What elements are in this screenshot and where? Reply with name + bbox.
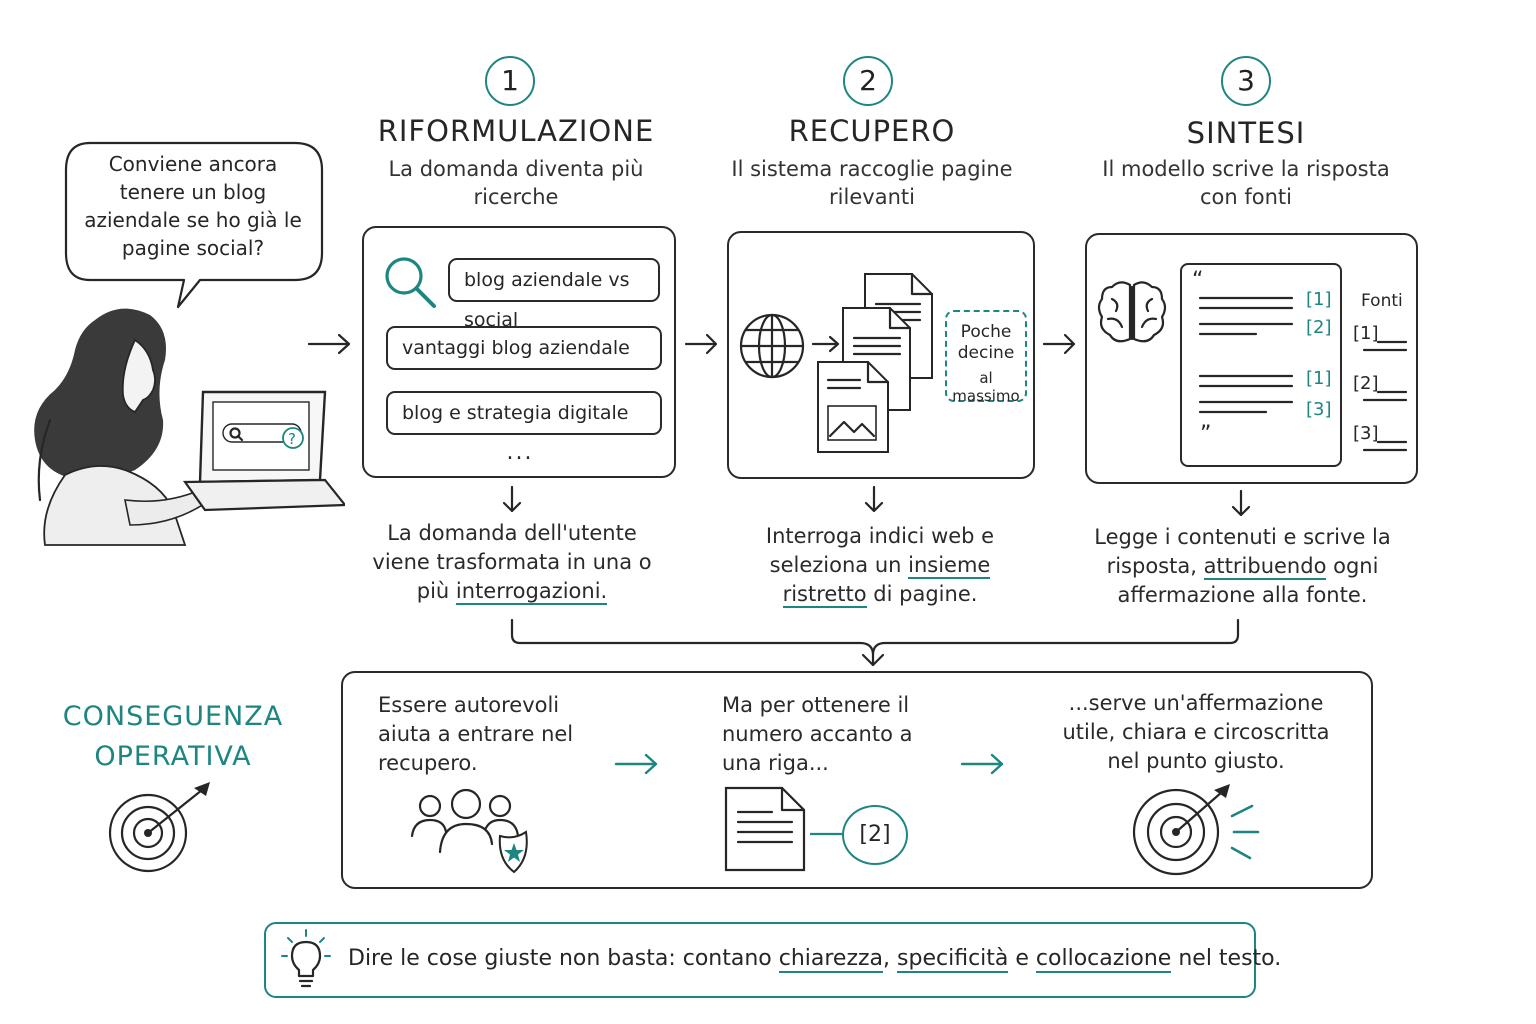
arrow-down-icon [1231, 489, 1251, 517]
lightbulb-icon [281, 929, 331, 988]
arrow-right-icon [960, 753, 1004, 775]
user-question: Conviene ancora tenere un blog aziendale… [84, 152, 302, 260]
globe-icon [739, 313, 805, 379]
answer-text-lines [1198, 296, 1294, 414]
source-entry: [1] [1353, 323, 1379, 344]
search-icon [385, 257, 436, 308]
step-1-title: RIFORMULAZIONE [377, 114, 655, 148]
consequence-item-2: Ma per ottenere il numero accanto a una … [722, 693, 913, 775]
step-1-subtitle: La domanda diventa più ricerche [388, 157, 644, 209]
quote-close-icon: ” [1200, 422, 1212, 447]
consequence-item-3: ...serve un'affermazione utile, chiara e… [1062, 691, 1330, 773]
target-icon [108, 782, 210, 873]
arrow-right-icon [614, 753, 658, 775]
svg-text:?: ? [288, 430, 296, 448]
sources-title: Fonti [1361, 291, 1403, 311]
target-hit-icon [1132, 784, 1260, 876]
document-icon [724, 786, 806, 872]
brain-icon [1097, 281, 1167, 343]
speech-bubble [64, 141, 324, 309]
arrow-down-icon [502, 485, 522, 513]
arrow-right-icon [811, 335, 840, 353]
step-3-number: 3 [1221, 56, 1271, 106]
user-at-laptop-illustration: ? [34, 308, 345, 546]
documents-stack-icon [817, 272, 934, 453]
query-pill: blog aziendale vs social [448, 258, 660, 331]
arrow-right-icon [684, 333, 718, 355]
step-2-description: Interroga indici web e seleziona un insi… [765, 524, 995, 608]
quote-open-icon: “ [1192, 268, 1204, 293]
arrow-right-icon [1042, 333, 1076, 355]
step-3-title: SINTESI [1186, 116, 1306, 150]
answer-document [1180, 263, 1342, 467]
consequence-item-1: Essere autorevoli aiuta a entrare nel re… [378, 693, 574, 775]
tip-text: Dire le cose giuste non basta: contano c… [348, 946, 1282, 973]
step-2-title: RECUPERO [788, 114, 956, 148]
arrow-down-icon [864, 485, 884, 513]
step-1-number: 1 [485, 56, 535, 106]
authority-icon [410, 788, 528, 874]
merge-brace [510, 618, 1240, 667]
step-1-description: La domanda dell'utente viene trasformata… [372, 521, 652, 605]
citation-marker: [3] [1306, 399, 1332, 420]
limit-note-small: al massimo [952, 369, 1020, 405]
step-2-subtitle: Il sistema raccoglie pagine rilevanti [731, 157, 1013, 209]
query-pill: vantaggi blog aziendale [386, 326, 662, 370]
step-3-subtitle: Il modello scrive la risposta con fonti [1102, 157, 1390, 209]
arrow-right-icon [307, 333, 351, 355]
consequence-title: CONSEGUENZA OPERATIVA [62, 701, 284, 772]
step-3-description: Legge i contenuti e scrive la risposta, … [1094, 525, 1391, 607]
step-2-number: 2 [843, 56, 893, 106]
citation-badge: [2] [842, 805, 908, 865]
source-entry: [3] [1353, 423, 1379, 444]
source-lines [1362, 340, 1408, 452]
citation-marker: [2] [1306, 317, 1332, 338]
more-queries-ellipsis: ... [506, 440, 534, 465]
limit-note-text: Poche decine [957, 322, 1015, 363]
query-pill: blog e strategia digitale [386, 391, 662, 435]
connector-line [810, 832, 842, 836]
tip-bar [264, 922, 1256, 998]
source-entry: [2] [1353, 373, 1379, 394]
synthesis-panel [1085, 233, 1418, 484]
citation-marker: [1] [1306, 289, 1332, 310]
limit-note-box [945, 310, 1027, 402]
citation-marker: [1] [1306, 368, 1332, 389]
